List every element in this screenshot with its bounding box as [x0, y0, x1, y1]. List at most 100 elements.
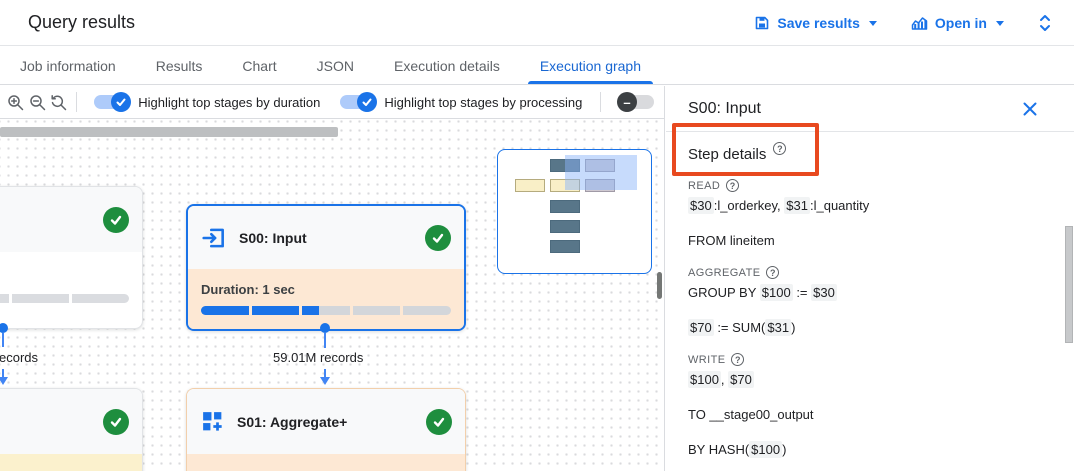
zoom-reset-icon[interactable] — [50, 89, 67, 115]
register-token: $31 — [765, 319, 792, 336]
progress-segment — [352, 306, 401, 315]
toggle-switch-processing[interactable] — [340, 92, 378, 112]
open-in-button[interactable]: Open in — [911, 15, 1004, 31]
graph-minimap[interactable] — [497, 149, 652, 274]
check-complete-icon — [425, 224, 451, 251]
toggle-highlight-processing[interactable]: Highlight top stages by processing — [340, 92, 582, 112]
progress-segment — [302, 306, 350, 315]
minimap-viewport-indicator[interactable] — [565, 155, 637, 190]
step-details-heading: Step details ? — [688, 141, 1052, 164]
edge-records-label: ecords — [0, 350, 39, 365]
help-icon[interactable]: ? — [731, 353, 745, 366]
edge-line — [324, 333, 326, 348]
edge-line — [2, 369, 4, 377]
toolbar-divider — [75, 92, 77, 112]
chart-icon — [911, 15, 928, 31]
step-detail-line: FROM lineitem — [688, 233, 775, 248]
tab-json[interactable]: JSON — [316, 57, 354, 74]
edge-line — [2, 333, 4, 347]
step-detail-block: TO __stage00_output — [688, 405, 1052, 424]
unfold-results-icon[interactable] — [1038, 14, 1052, 32]
step-detail-block: WRITE? $100, $70 — [688, 353, 1052, 389]
open-in-caret-icon — [996, 21, 1004, 26]
stage-card-s00[interactable]: S00: Input Duration: 1 sec — [186, 204, 466, 331]
register-token: $100 — [688, 371, 721, 388]
save-icon — [754, 15, 770, 31]
step-detail-line: TO __stage00_output — [688, 407, 814, 422]
step-section-label: READ? — [688, 179, 1052, 192]
stage-title: S01: Aggregate+ — [237, 413, 348, 430]
edge-records-label: 59.01M records — [273, 350, 364, 365]
toggle-highlight-duration[interactable]: Highlight top stages by duration — [94, 92, 320, 112]
stage-card-partial-bottom[interactable] — [0, 388, 143, 471]
minimap-stage-rect — [550, 220, 580, 233]
stage-card-header: S00: Input — [188, 206, 464, 269]
results-tab-bar: Job information Results Chart JSON Execu… — [0, 47, 1074, 85]
save-results-button[interactable]: Save results — [754, 15, 877, 31]
tab-results[interactable]: Results — [155, 57, 203, 74]
tab-execution-graph[interactable]: Execution graph — [520, 47, 661, 84]
register-token: $100 — [749, 441, 783, 458]
content-area: Highlight top stages by duration Highlig… — [0, 86, 1074, 471]
save-results-caret-icon — [868, 21, 877, 26]
edge-dot — [0, 323, 8, 333]
edge-dot — [320, 323, 330, 333]
help-icon[interactable]: ? — [773, 141, 787, 155]
register-token: $31 — [784, 197, 810, 214]
step-detail-line: GROUP BY $100 := $30 — [688, 284, 837, 301]
minimap-stage-rect — [550, 200, 580, 213]
stage-card-partial-top[interactable] — [0, 186, 143, 329]
stage-duration-label: Duration: 1 sec — [201, 282, 295, 297]
register-token: $100 — [759, 284, 793, 301]
help-icon[interactable]: ? — [726, 179, 740, 192]
graph-toolbar: Highlight top stages by duration Highlig… — [0, 86, 664, 119]
check-complete-icon — [103, 206, 129, 233]
graph-canvas[interactable]: ecords S00: Input — [0, 120, 664, 471]
zoom-in-icon[interactable] — [7, 89, 24, 115]
toggle-third[interactable]: – — [617, 92, 655, 112]
minimap-stage-rect — [585, 179, 615, 192]
execution-graph-pane: Highlight top stages by duration Highlig… — [0, 86, 665, 471]
panel-vertical-scrollbar[interactable] — [1065, 226, 1073, 343]
toggle-switch-duration[interactable] — [94, 92, 132, 112]
minimap-stage-rect — [550, 159, 580, 172]
minimap-stage-rect — [550, 179, 580, 192]
help-icon[interactable]: ? — [766, 266, 780, 279]
stage-card-s01[interactable]: S01: Aggregate+ — [186, 388, 466, 471]
header-actions: Save results Open in — [754, 14, 1052, 32]
stage-duration-section: Duration: 1 sec — [188, 269, 464, 329]
register-token: $30 — [811, 284, 837, 301]
step-detail-block: READ? $30:l_orderkey, $31:l_quantity — [688, 179, 1052, 215]
panel-header: S00: Input — [666, 86, 1074, 132]
step-detail-line: $30:l_orderkey, $31:l_quantity — [688, 197, 870, 214]
progress-segment — [0, 294, 9, 303]
edge-arrowhead — [0, 377, 8, 385]
tab-job-information[interactable]: Job information — [20, 57, 116, 74]
close-icon[interactable] — [1022, 101, 1038, 117]
progress-segment — [251, 306, 300, 315]
check-complete-icon — [103, 408, 129, 435]
step-detail-line: $100, $70 — [688, 371, 754, 388]
stage-card-header — [0, 389, 142, 454]
horizontal-scrollbar[interactable] — [0, 127, 338, 137]
step-section-label: WRITE? — [688, 353, 1052, 366]
stage-duration-section — [187, 454, 465, 471]
stage-progress-bar — [201, 306, 451, 315]
tab-execution-details[interactable]: Execution details — [393, 57, 500, 74]
tab-chart[interactable]: Chart — [242, 57, 277, 74]
zoom-out-icon[interactable] — [28, 89, 45, 115]
panel-title: S00: Input — [688, 99, 761, 117]
header: Query results Save results Open in — [0, 0, 1074, 46]
input-stage-icon — [201, 225, 227, 251]
toggle-switch-third[interactable]: – — [617, 92, 655, 112]
stage-yellow-body — [0, 454, 142, 471]
step-detail-line: BY HASH($100) — [688, 441, 787, 458]
minimap-stage-rect — [550, 240, 580, 253]
step-detail-line: $70 := SUM($31) — [688, 319, 796, 336]
progress-segment — [12, 294, 69, 303]
graph-vertical-scrollbar[interactable] — [657, 272, 662, 299]
stage-title: S00: Input — [239, 229, 307, 246]
edge-line — [324, 369, 326, 377]
